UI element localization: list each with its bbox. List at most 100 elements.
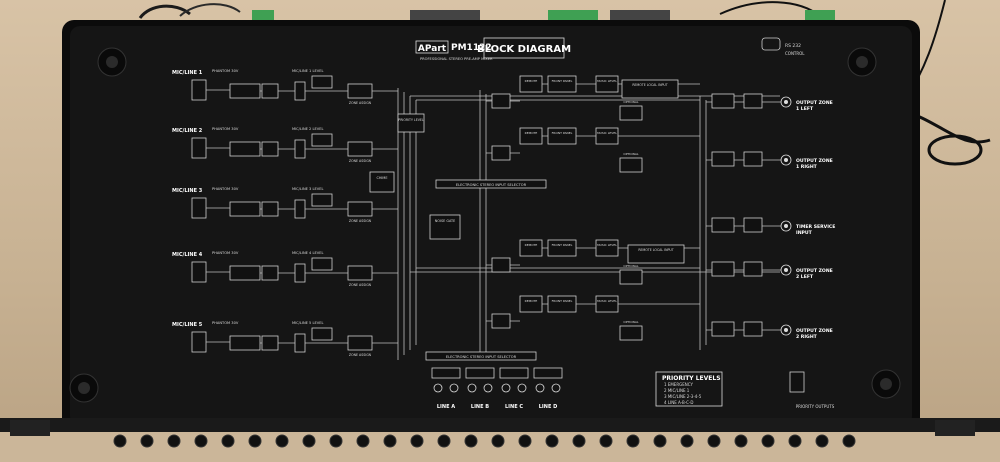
music-level-top-1-label: MUSIC LEVEL bbox=[597, 79, 617, 83]
output-1-label-line2: 1 LEFT bbox=[796, 106, 814, 112]
output-5-amp bbox=[711, 321, 735, 337]
input-2-zone-assign bbox=[347, 141, 373, 157]
output-2-balancer bbox=[743, 151, 763, 167]
optional-top-2 bbox=[619, 157, 643, 173]
rear-jack bbox=[599, 434, 613, 448]
remote-bot-1-label: REMOTE bbox=[525, 243, 538, 247]
rear-jack bbox=[761, 434, 775, 448]
optional-bot-2-label: OPTIONAL bbox=[623, 320, 639, 324]
noise-gate-block bbox=[429, 214, 461, 240]
input-3-phantom: PHANTOM 30V bbox=[212, 187, 239, 191]
rear-jack bbox=[140, 434, 154, 448]
remote-bot-2-label: REMOTE bbox=[525, 299, 538, 303]
input-3-filter bbox=[261, 201, 279, 217]
rear-jack bbox=[707, 434, 721, 448]
line-2-jack-right bbox=[483, 383, 493, 393]
input-2-level: MIC/LINE 2 LEVEL bbox=[292, 127, 323, 131]
rs232-sub: CONTROL bbox=[785, 51, 805, 56]
input-1-zone-label: ZONE ASSIGN bbox=[349, 101, 372, 105]
input-5-level-pot bbox=[294, 333, 306, 353]
input-5-phantom: PHANTOM 30V bbox=[212, 321, 239, 325]
line-1-jack-right bbox=[449, 383, 459, 393]
noise-gate-label: NOISE GATE bbox=[435, 219, 455, 223]
input-4-preamp bbox=[229, 265, 261, 281]
input-1-level-pot bbox=[294, 81, 306, 101]
priority-output-terminal bbox=[789, 371, 805, 393]
input-4-name: MIC/LINE 4 bbox=[172, 252, 203, 258]
optional-top-1 bbox=[619, 105, 643, 121]
output-4-jack-pin bbox=[784, 268, 788, 272]
output-4-amp bbox=[711, 261, 735, 277]
output-2-amp bbox=[711, 151, 735, 167]
title-frame bbox=[483, 37, 565, 59]
output-5-balancer bbox=[743, 321, 763, 337]
priority-outputs-label: PRIORITY OUTPUTS bbox=[796, 404, 835, 409]
rear-jack bbox=[221, 434, 235, 448]
line-3-jack-left bbox=[501, 383, 511, 393]
rear-jack bbox=[491, 434, 505, 448]
input-1-phantom: PHANTOM 30V bbox=[212, 69, 239, 73]
input-1-zone-assign bbox=[347, 83, 373, 99]
input-2-phantom: PHANTOM 30V bbox=[212, 127, 239, 131]
optional-top-2-label: OPTIONAL bbox=[623, 152, 639, 156]
input-5-connector bbox=[191, 331, 207, 353]
stereo-selector-top-label: ELECTRONIC STEREO INPUT SELECTOR bbox=[456, 183, 527, 187]
remote-top-1-label: REMOTE bbox=[525, 79, 538, 83]
line-4-jack-left bbox=[535, 383, 545, 393]
rear-jack bbox=[302, 434, 316, 448]
input-3-level-pot bbox=[294, 199, 306, 219]
priority-level-label: PRIORITY LEVEL bbox=[398, 118, 424, 122]
priority-item-4: 4 LINE A-B-C-D bbox=[664, 400, 693, 405]
stereo-selector-top bbox=[435, 179, 547, 189]
input-4-phantom: PHANTOM 30V bbox=[212, 251, 239, 255]
stereo-selector-bottom bbox=[425, 351, 537, 361]
output-3-jack-pin bbox=[784, 224, 788, 228]
priority-level-block bbox=[397, 113, 425, 133]
input-2-name: MIC/LINE 2 bbox=[172, 128, 203, 134]
input-2-preamp bbox=[229, 141, 261, 157]
remote-local-input-2-label: REMOTE LOCAL INPUT bbox=[638, 248, 673, 252]
rear-jack bbox=[680, 434, 694, 448]
input-5-name: MIC/LINE 5 bbox=[172, 322, 203, 328]
rear-jack bbox=[788, 434, 802, 448]
input-4-connector bbox=[191, 261, 207, 283]
rear-jack bbox=[518, 434, 532, 448]
front-panel-top-2-label: FRONT PANEL bbox=[552, 131, 573, 135]
output-1-jack-pin bbox=[784, 100, 788, 104]
amp-bot-1 bbox=[491, 257, 511, 273]
amp-top-1 bbox=[491, 93, 511, 109]
output-1-label-line1: OUTPUT ZONE bbox=[796, 100, 833, 106]
rear-jack bbox=[248, 434, 262, 448]
input-1-filter bbox=[261, 83, 279, 99]
chime-label: CHIME bbox=[377, 176, 388, 180]
rear-jack bbox=[572, 434, 586, 448]
input-4-zone-label: ZONE ASSIGN bbox=[349, 283, 372, 287]
optional-top-1-label: OPTIONAL bbox=[623, 100, 639, 104]
input-3-preamp bbox=[229, 201, 261, 217]
input-2-zone-label: ZONE ASSIGN bbox=[349, 159, 372, 163]
output-1-balancer bbox=[743, 93, 763, 109]
output-3-balancer bbox=[743, 217, 763, 233]
input-5-zone-assign bbox=[347, 335, 373, 351]
input-1-connector bbox=[191, 79, 207, 101]
line-2-label: LINE B bbox=[471, 404, 489, 410]
output-5-jack-pin bbox=[784, 328, 788, 332]
rear-jack bbox=[329, 434, 343, 448]
processing-blocks: REMOTE FRONT PANEL MUSIC LEVEL OPTIONAL REMO… bbox=[486, 75, 700, 341]
input-4-level: MIC/LINE 4 LEVEL bbox=[292, 251, 323, 255]
input-5-filter bbox=[261, 335, 279, 351]
screw-head-1 bbox=[106, 56, 118, 68]
line-4-label: LINE D bbox=[539, 404, 558, 410]
priority-item-3: 3 MIC/LINE 2-3-4-5 bbox=[664, 394, 702, 399]
amp-bot-2 bbox=[491, 313, 511, 329]
rear-jack bbox=[626, 434, 640, 448]
rear-jack bbox=[545, 434, 559, 448]
line-3-selector bbox=[499, 367, 529, 379]
input-2-level-pot bbox=[294, 139, 306, 159]
screw-head-3 bbox=[78, 382, 90, 394]
rear-jack bbox=[113, 434, 127, 448]
